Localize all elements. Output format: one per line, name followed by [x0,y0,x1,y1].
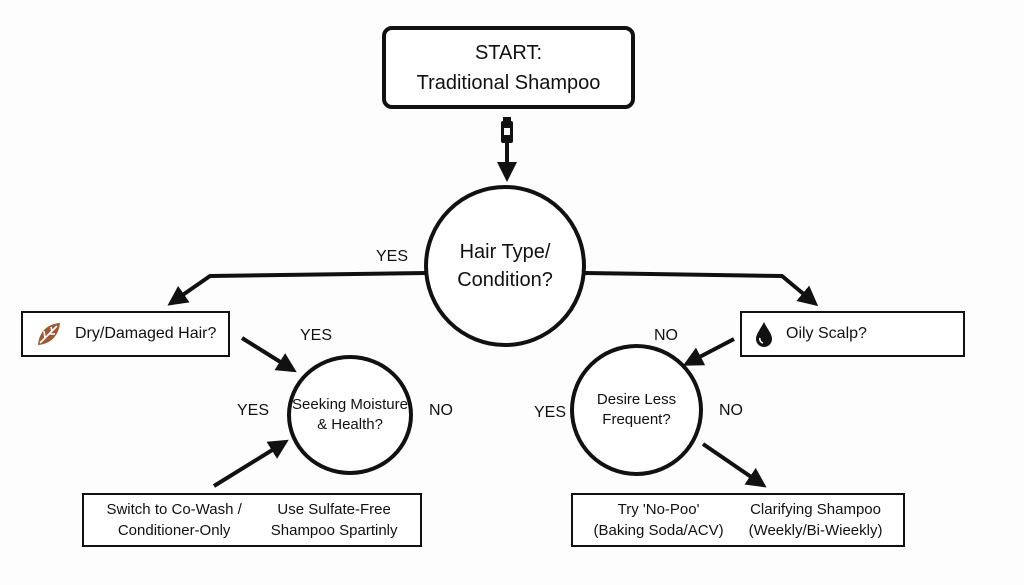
dry-damaged-node: Dry/Damaged Hair? [21,311,230,357]
label-oily-no: NO [654,327,678,344]
oily-scalp-node: Oily Scalp? [740,311,965,357]
result-cowash-line1: Switch to Co-Wash / [106,501,242,518]
arrow-dry-to-moisture [240,336,297,373]
shampoo-bottle-icon [501,117,513,143]
start-line1: START: [474,41,543,64]
label-main-yes: YES [376,248,409,265]
start-node: START: Traditional Shampoo [382,26,635,109]
arrow-cowash-to-moisture [212,439,289,488]
frequency-line2: Frequent? [602,411,671,428]
frequency-decision: Desire Less Frequent? [570,344,703,476]
result-no-poo-line1: Try 'No-Poo' [617,501,700,518]
dry-leaf-icon [35,320,63,348]
result-sulfate-free-line2: Shampoo Spartinly [270,522,398,539]
result-box-left: Switch to Co-Wash / Conditioner-Only Use… [82,493,422,547]
hair-type-decision: Hair Type/ Condition? [424,185,586,347]
result-clarifying-line2: (Weekly/Bi-Wieekly) [748,522,883,539]
moisture-decision: Seeking Moisture & Health? [287,355,413,475]
arrow-oily-to-frequency [682,337,735,366]
frequency-line1: Desire Less [596,391,677,408]
moisture-line2: & Health? [317,416,383,433]
result-box-right: Try 'No-Poo' (Baking Soda/ACV) Clarifyin… [571,493,905,547]
result-sulfate-free-line1: Use Sulfate-Free [277,501,391,518]
label-moisture-yes: YES [237,402,270,419]
result-no-poo: Try 'No-Poo' (Baking Soda/ACV) [594,499,724,541]
arrow-hair-type-to-oily [584,271,819,307]
hair-type-line1: Hair Type/ [459,241,551,263]
hair-type-line2: Condition? [457,269,553,291]
moisture-line1: Seeking Moisture [292,396,408,413]
label-frequency-no: NO [719,402,743,419]
label-moisture-no: NO [429,402,453,419]
arrow-frequency-to-clarifying [701,442,767,488]
result-clarifying-line1: Clarifying Shampoo [750,501,881,518]
result-cowash: Switch to Co-Wash / Conditioner-Only [106,499,241,541]
start-line2: Traditional Shampoo [416,71,601,94]
result-sulfate-free: Use Sulfate-Free Shampoo Spartinly [271,499,398,541]
label-frequency-yes: YES [534,404,567,421]
dry-damaged-label: Dry/Damaged Hair? [75,325,217,342]
label-dry-yes: YES [300,327,333,344]
result-cowash-line2: Conditioner-Only [117,522,231,539]
arrow-hair-type-to-dry [167,271,427,306]
oily-scalp-label: Oily Scalp? [786,325,867,342]
result-clarifying: Clarifying Shampoo (Weekly/Bi-Wieekly) [749,499,883,541]
oil-drop-icon [754,320,774,348]
result-no-poo-line2: (Baking Soda/ACV) [593,522,724,539]
